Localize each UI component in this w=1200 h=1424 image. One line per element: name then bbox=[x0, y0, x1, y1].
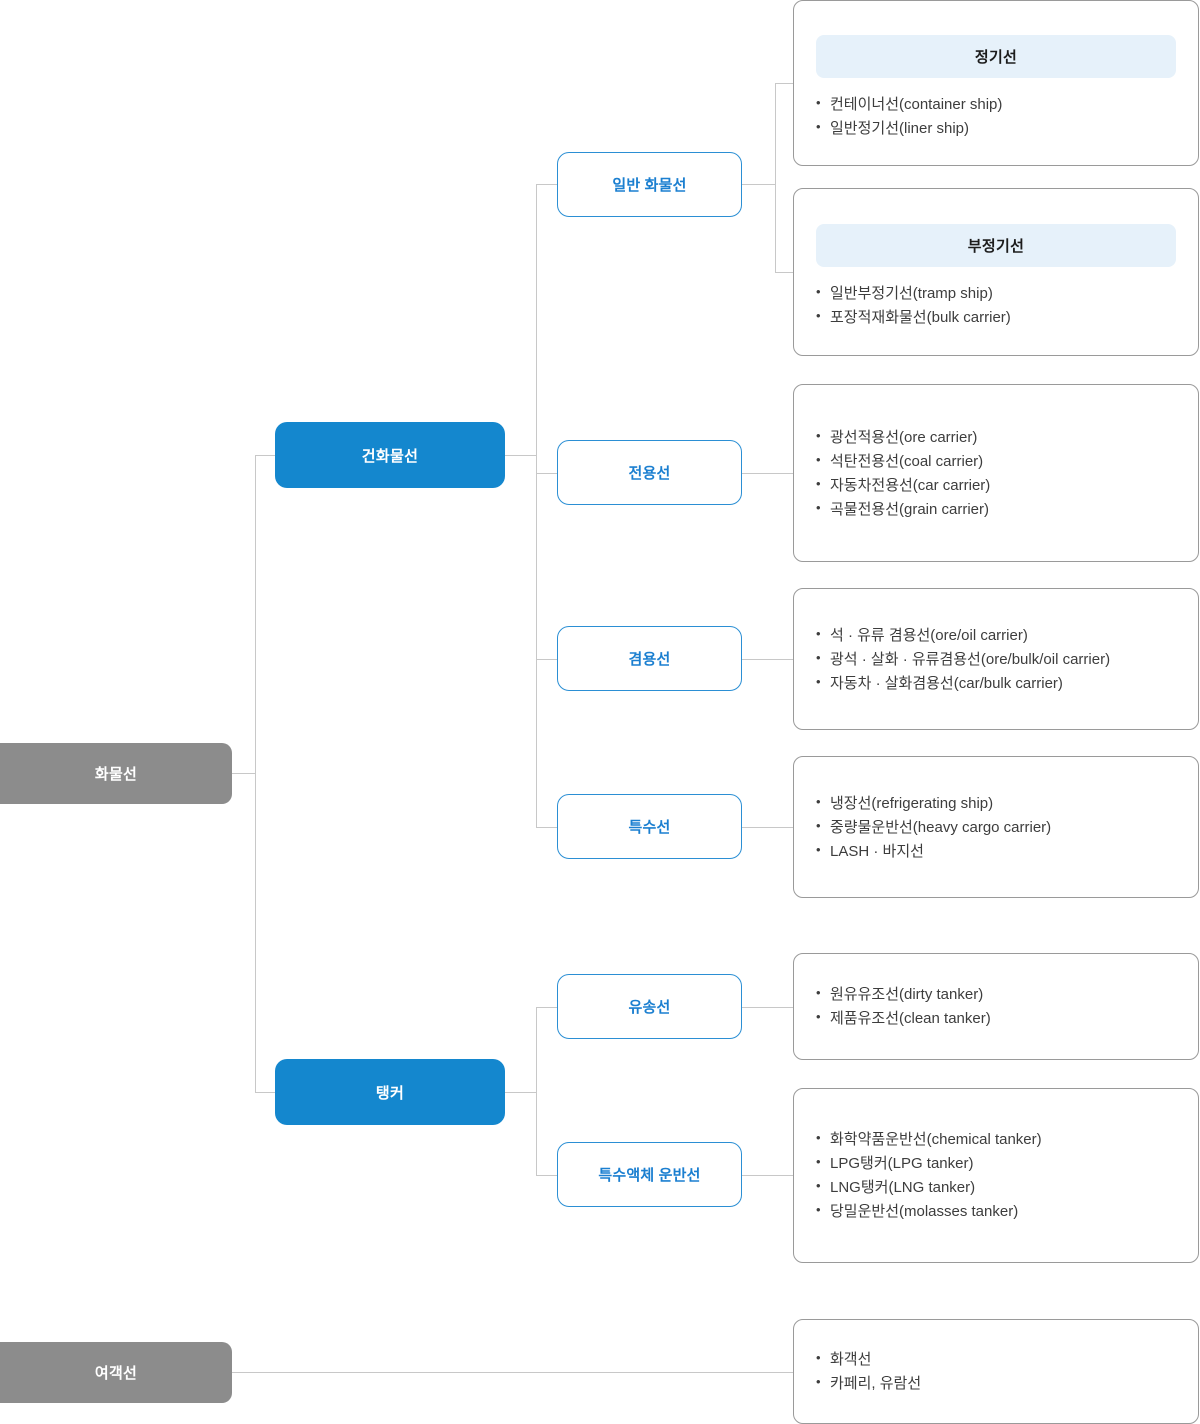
connector-to-tramper-panel bbox=[775, 272, 794, 273]
list-item: LASH · 바지선 bbox=[816, 843, 1180, 859]
sub-node-oil-carrier[interactable]: 유송선 bbox=[557, 974, 742, 1039]
connector-to-combined bbox=[536, 659, 558, 660]
list-item: 당밀운반선(molasses tanker) bbox=[816, 1203, 1180, 1219]
list-item: 석탄전용선(coal carrier) bbox=[816, 453, 1180, 469]
panel-tramper-header: 부정기선 bbox=[816, 224, 1176, 267]
list-item: 곡물전용선(grain carrier) bbox=[816, 501, 1180, 517]
list-item: 카페리, 유람선 bbox=[816, 1375, 1180, 1391]
list-item: 광선적용선(ore carrier) bbox=[816, 429, 1180, 445]
connector-dry-cargo-stem bbox=[505, 455, 537, 456]
panel-tramper: 부정기선 일반부정기선(tramp ship) 포장적재화물선(bulk car… bbox=[793, 188, 1199, 356]
connector-to-general-cargo bbox=[536, 184, 558, 185]
category-node-dry-cargo[interactable]: 건화물선 bbox=[275, 422, 505, 488]
list-item: LPG탱커(LPG tanker) bbox=[816, 1155, 1180, 1171]
list-item: 자동차 · 살화겸용선(car/bulk carrier) bbox=[816, 675, 1180, 691]
sub-node-oil-carrier-label: 유송선 bbox=[628, 999, 671, 1016]
list-item: 광석 · 살화 · 유류겸용선(ore/bulk/oil carrier) bbox=[816, 651, 1180, 667]
list-item: 자동차전용선(car carrier) bbox=[816, 477, 1180, 493]
connector-general-cargo-bracket bbox=[775, 83, 776, 273]
list-item: 중량물운반선(heavy cargo carrier) bbox=[816, 819, 1180, 835]
list-item: 제품유조선(clean tanker) bbox=[816, 1010, 1180, 1026]
list-item: 컨테이너선(container ship) bbox=[816, 96, 1180, 112]
panel-passenger: 화객선 카페리, 유람선 bbox=[793, 1319, 1199, 1424]
root-node-cargo-ship[interactable]: 화물선 bbox=[0, 743, 232, 804]
sub-node-general-cargo[interactable]: 일반 화물선 bbox=[557, 152, 742, 217]
panel-liner: 정기선 컨테이너선(container ship) 일반정기선(liner sh… bbox=[793, 0, 1199, 166]
panel-dedicated: 광선적용선(ore carrier) 석탄전용선(coal carrier) 자… bbox=[793, 384, 1199, 562]
list-item: 일반정기선(liner ship) bbox=[816, 120, 1180, 136]
panel-special-liquid-list: 화학약품운반선(chemical tanker) LPG탱커(LPG tanke… bbox=[794, 1123, 1198, 1228]
list-item: 화학약품운반선(chemical tanker) bbox=[816, 1131, 1180, 1147]
sub-node-dedicated-label: 전용선 bbox=[628, 465, 671, 482]
sub-node-special[interactable]: 특수선 bbox=[557, 794, 742, 859]
category-node-dry-cargo-label: 건화물선 bbox=[361, 447, 419, 465]
connector-to-dry-cargo bbox=[255, 455, 276, 456]
connector-combined-to-panel bbox=[742, 659, 794, 660]
panel-passenger-list: 화객선 카페리, 유람선 bbox=[794, 1343, 1198, 1400]
panel-tramper-list: 일반부정기선(tramp ship) 포장적재화물선(bulk carrier) bbox=[794, 273, 1198, 334]
sub-node-special-label: 특수선 bbox=[628, 819, 671, 836]
connector-dry-cargo-bracket bbox=[536, 184, 537, 827]
list-item: 화객선 bbox=[816, 1351, 1180, 1367]
connector-cargo-bracket bbox=[255, 455, 256, 1093]
connector-to-dedicated bbox=[536, 473, 558, 474]
panel-liner-list: 컨테이너선(container ship) 일반정기선(liner ship) bbox=[794, 84, 1198, 145]
sub-node-dedicated[interactable]: 전용선 bbox=[557, 440, 742, 505]
sub-node-combined[interactable]: 겸용선 bbox=[557, 626, 742, 691]
list-item: 원유유조선(dirty tanker) bbox=[816, 986, 1180, 1002]
sub-node-special-liquid[interactable]: 특수액체 운반선 bbox=[557, 1142, 742, 1207]
category-node-tanker[interactable]: 탱커 bbox=[275, 1059, 505, 1125]
connector-special-liquid-to-panel bbox=[742, 1175, 794, 1176]
connector-oil-carrier-to-panel bbox=[742, 1007, 794, 1008]
panel-liner-header: 정기선 bbox=[816, 35, 1176, 78]
list-item: 포장적재화물선(bulk carrier) bbox=[816, 309, 1180, 325]
connector-general-cargo-stem bbox=[742, 184, 776, 185]
root-node-passenger-ship-label: 여객선 bbox=[94, 1365, 138, 1382]
panel-oil-carrier-list: 원유유조선(dirty tanker) 제품유조선(clean tanker) bbox=[794, 978, 1198, 1035]
connector-to-tanker bbox=[255, 1092, 276, 1093]
panel-combined-list: 석 · 유류 겸용선(ore/oil carrier) 광석 · 살화 · 유류… bbox=[794, 619, 1198, 700]
connector-dedicated-to-panel bbox=[742, 473, 794, 474]
panel-special-list: 냉장선(refrigerating ship) 중량물운반선(heavy car… bbox=[794, 787, 1198, 868]
list-item: LNG탱커(LNG tanker) bbox=[816, 1179, 1180, 1195]
panel-combined: 석 · 유류 겸용선(ore/oil carrier) 광석 · 살화 · 유류… bbox=[793, 588, 1199, 730]
connector-to-oil-carrier bbox=[536, 1007, 558, 1008]
list-item: 일반부정기선(tramp ship) bbox=[816, 285, 1180, 301]
connector-tanker-bracket bbox=[536, 1007, 537, 1175]
sub-node-special-liquid-label: 특수액체 운반선 bbox=[598, 1167, 701, 1184]
list-item: 석 · 유류 겸용선(ore/oil carrier) bbox=[816, 627, 1180, 643]
connector-tanker-stem bbox=[505, 1092, 537, 1093]
panel-special-liquid: 화학약품운반선(chemical tanker) LPG탱커(LPG tanke… bbox=[793, 1088, 1199, 1263]
sub-node-general-cargo-label: 일반 화물선 bbox=[612, 177, 687, 194]
sub-node-combined-label: 겸용선 bbox=[628, 651, 671, 668]
panel-dedicated-list: 광선적용선(ore carrier) 석탄전용선(coal carrier) 자… bbox=[794, 421, 1198, 526]
panel-special: 냉장선(refrigerating ship) 중량물운반선(heavy car… bbox=[793, 756, 1199, 898]
list-item: 냉장선(refrigerating ship) bbox=[816, 795, 1180, 811]
category-node-tanker-label: 탱커 bbox=[375, 1084, 405, 1102]
connector-special-to-panel bbox=[742, 827, 794, 828]
connector-to-special bbox=[536, 827, 558, 828]
panel-oil-carrier: 원유유조선(dirty tanker) 제품유조선(clean tanker) bbox=[793, 953, 1199, 1060]
connector-cargo-stem bbox=[232, 773, 256, 774]
connector-passenger-to-panel bbox=[232, 1372, 794, 1373]
root-node-passenger-ship[interactable]: 여객선 bbox=[0, 1342, 232, 1403]
root-node-cargo-ship-label: 화물선 bbox=[94, 766, 138, 783]
connector-to-special-liquid bbox=[536, 1175, 558, 1176]
connector-to-liner-panel bbox=[775, 83, 794, 84]
